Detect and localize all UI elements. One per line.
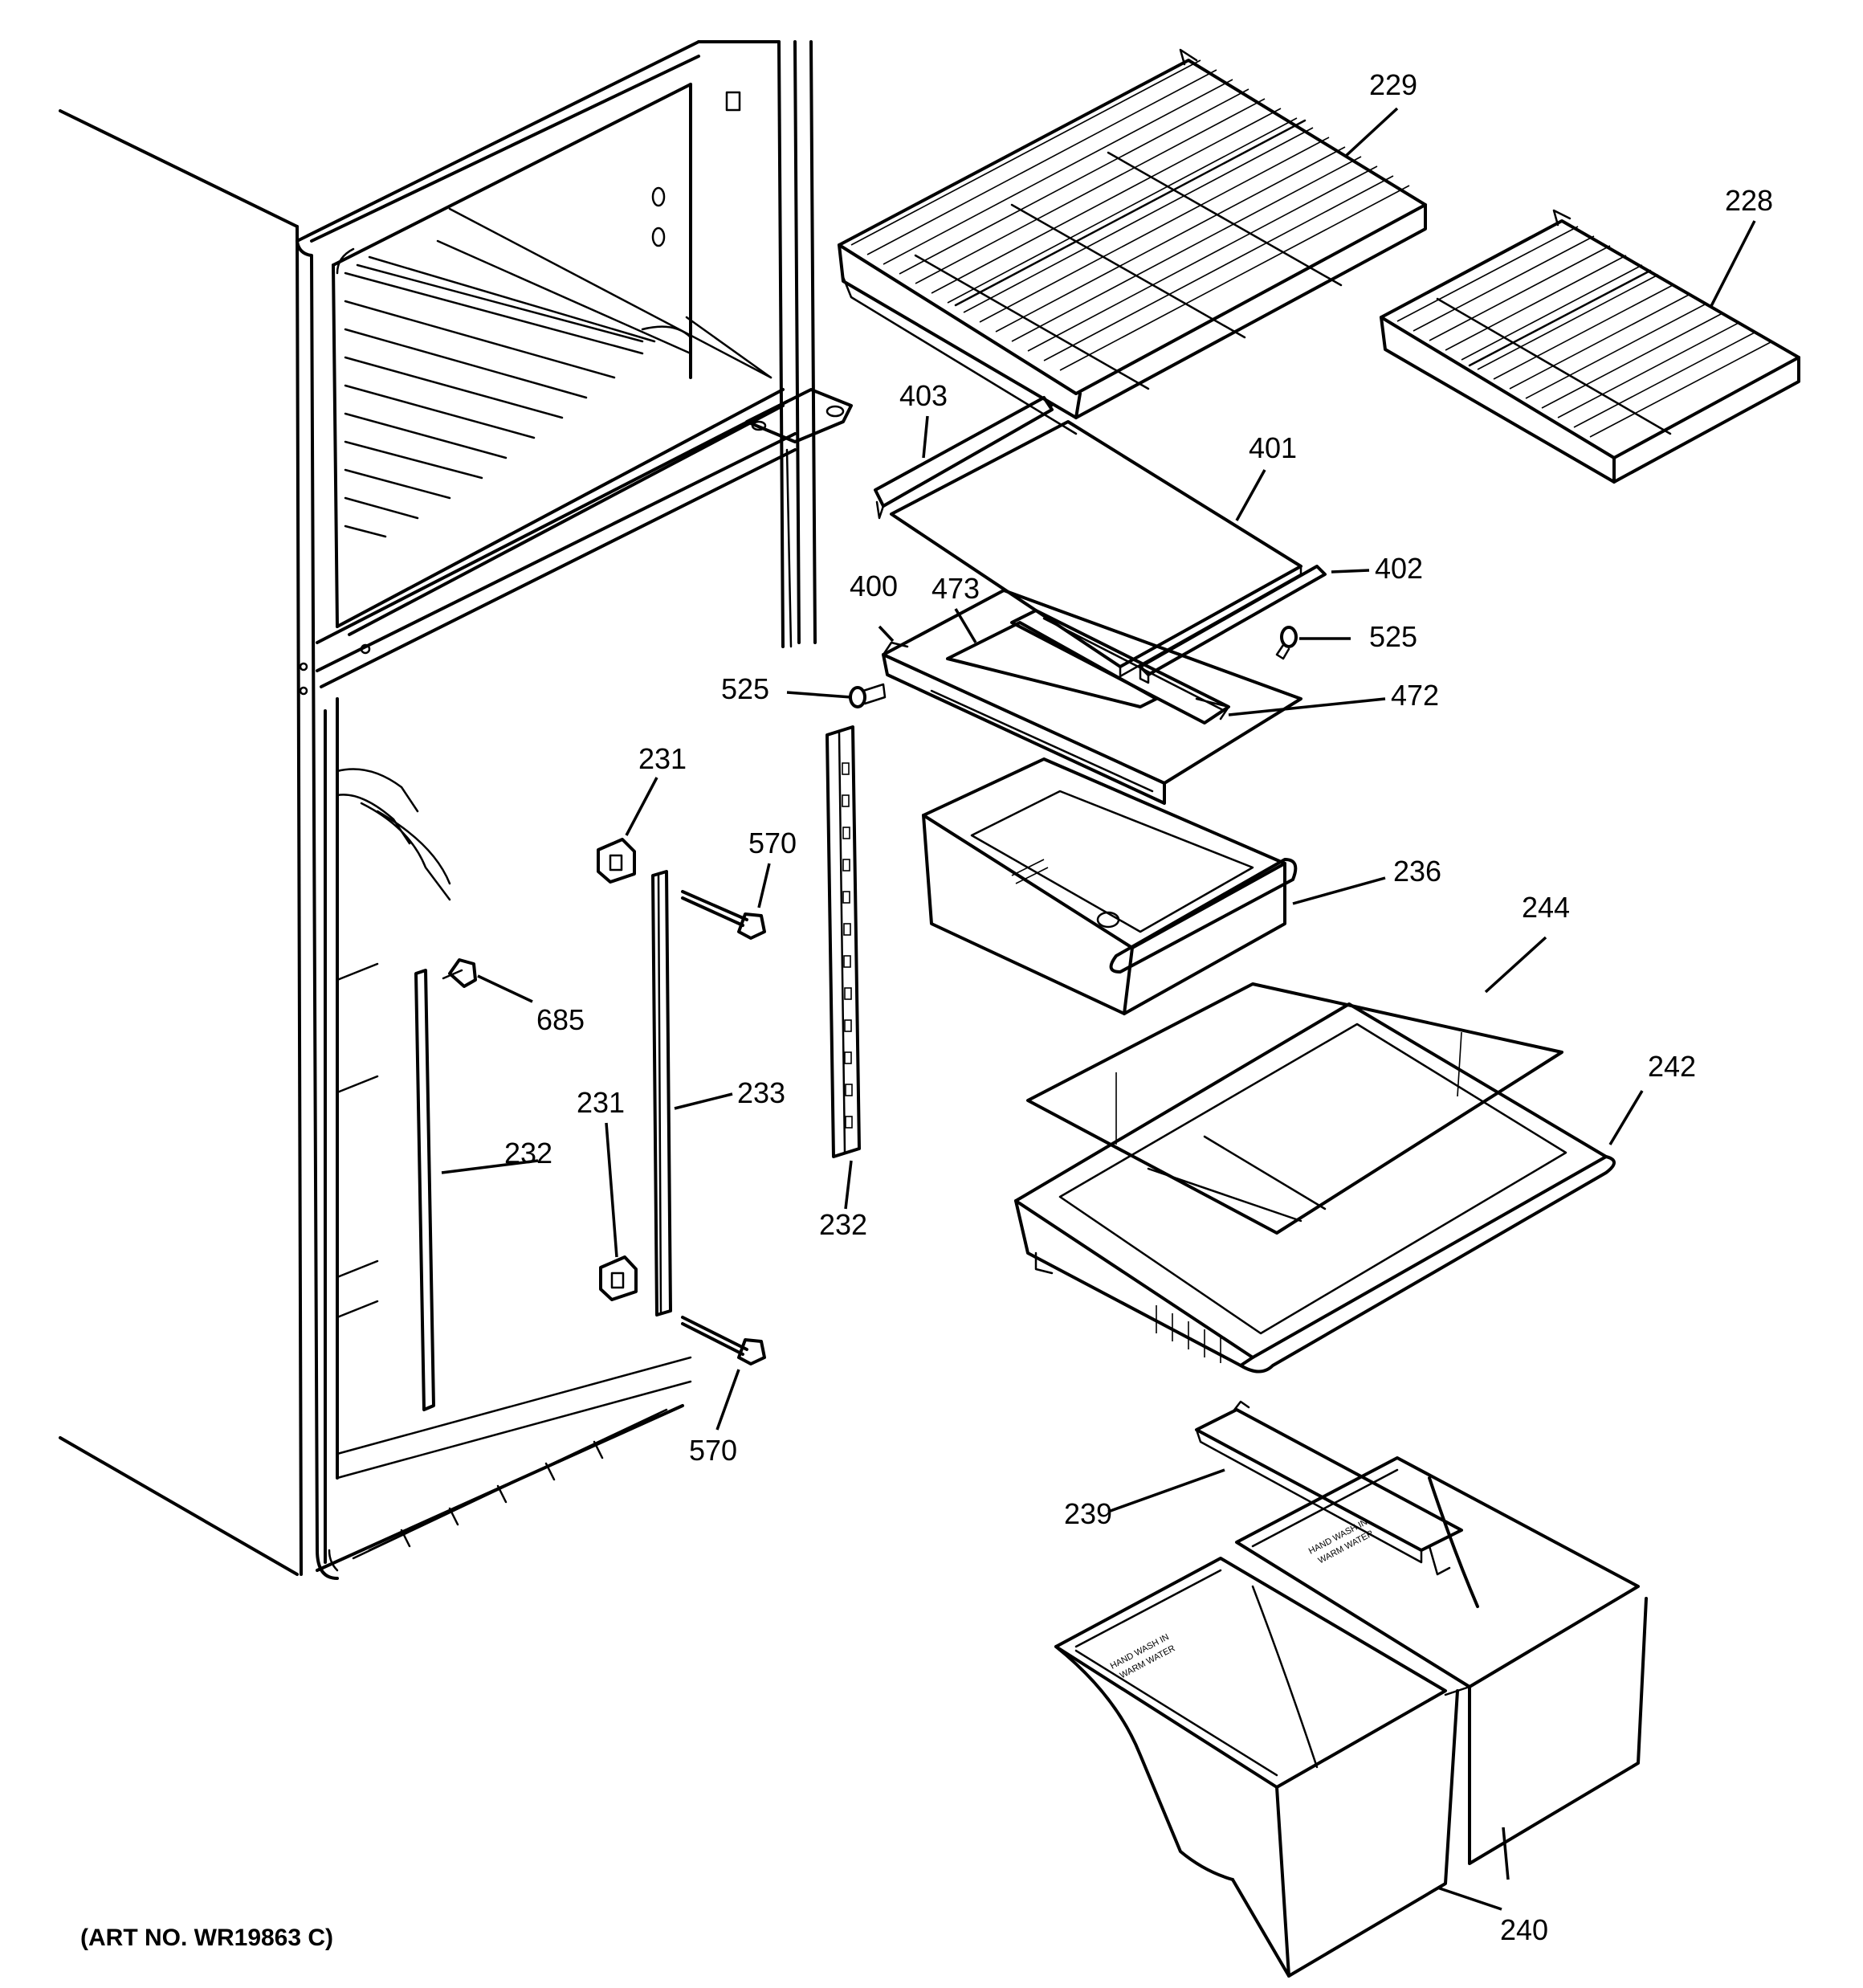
callout-231-top: 231 xyxy=(638,742,687,775)
shelf-228-wires xyxy=(1396,226,1771,438)
bin-molded-text-left: HAND WASH IN WARM WATER xyxy=(1109,1632,1177,1680)
crisper-rail-239 xyxy=(1195,1400,1463,1576)
art-number: (ART NO. WR19863 C) xyxy=(80,1925,333,1951)
rail-232-right-slots xyxy=(842,762,853,1129)
freezer-ribs xyxy=(344,255,656,538)
callout-232-right: 232 xyxy=(819,1208,867,1241)
callout-472: 472 xyxy=(1391,679,1439,712)
spacer-231-bottom xyxy=(599,1255,638,1301)
callout-236: 236 xyxy=(1393,855,1441,888)
rail-232-left xyxy=(414,969,435,1411)
screw-525-left xyxy=(849,683,887,708)
callout-570-top: 570 xyxy=(748,827,797,859)
callout-242: 242 xyxy=(1648,1050,1696,1083)
crisper-cover-frame-242 xyxy=(1014,1002,1616,1374)
vegetable-drawer-left-240 xyxy=(1054,1557,1459,1978)
vegetable-drawer-right-240 xyxy=(1235,1456,1648,1865)
crisper-frame-vents xyxy=(1156,1305,1221,1363)
rail-232-right xyxy=(826,725,861,1158)
wire-shelf-228 xyxy=(1380,209,1800,484)
glass-shelf-assembly xyxy=(874,396,1327,805)
callout-473: 473 xyxy=(932,572,980,605)
callout-240: 240 xyxy=(1500,1913,1548,1946)
crisper-cover-glass-244 xyxy=(1026,982,1563,1235)
screw-525-right xyxy=(1275,626,1298,660)
callout-400: 400 xyxy=(850,569,898,602)
callout-244: 244 xyxy=(1522,891,1570,924)
bracket-233 xyxy=(651,870,672,1316)
callout-525-left: 525 xyxy=(721,672,769,705)
callout-403: 403 xyxy=(899,379,948,412)
wire-shelf-229 xyxy=(838,48,1427,435)
callout-228: 228 xyxy=(1725,184,1773,217)
screw-570-top xyxy=(681,890,766,940)
screw-685 xyxy=(442,958,477,988)
callout-233: 233 xyxy=(737,1076,785,1109)
bin-molded-text-right: HAND WASH IN WARM WATER xyxy=(1307,1517,1376,1565)
callout-402: 402 xyxy=(1375,552,1423,585)
callout-401: 401 xyxy=(1249,431,1297,464)
spacer-231-top xyxy=(597,838,636,884)
callout-525-right: 525 xyxy=(1369,620,1417,653)
shelf-229-wires xyxy=(850,59,1410,390)
refrigerator-cabinet xyxy=(59,40,853,1580)
callout-229: 229 xyxy=(1369,68,1417,101)
callout-685: 685 xyxy=(536,1003,585,1036)
callout-239: 239 xyxy=(1064,1497,1112,1530)
callout-232-left: 232 xyxy=(504,1137,552,1170)
callout-numbers: 229 228 403 401 402 400 473 525 525 472 … xyxy=(504,68,1773,1946)
callout-570-bottom: 570 xyxy=(689,1434,737,1467)
meat-pan-236 xyxy=(922,757,1298,1015)
callout-231-bottom: 231 xyxy=(577,1086,625,1119)
leader-lines xyxy=(441,107,1756,1911)
screw-570-bottom xyxy=(681,1316,766,1365)
